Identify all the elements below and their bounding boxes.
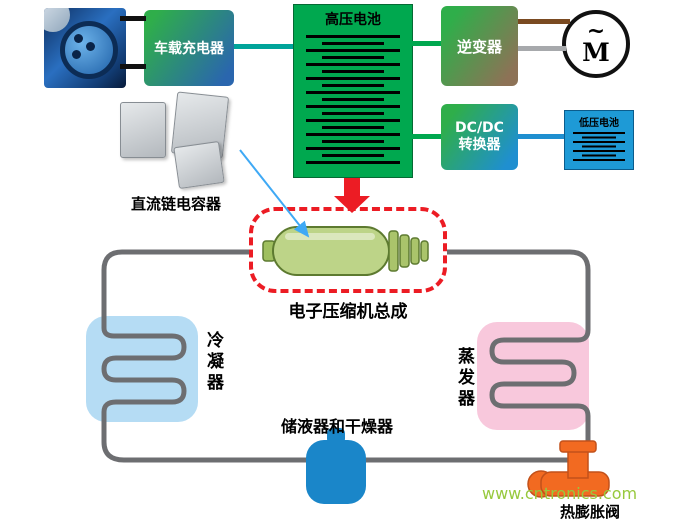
inverter-label: 逆变器 xyxy=(456,37,502,56)
battery-to-compressor-arrow xyxy=(344,178,360,198)
dcdc-converter-box: DC/DC 转换器 xyxy=(441,104,518,170)
lv-battery-box: 低压电池 xyxy=(564,110,634,170)
dc-link-capacitor-image xyxy=(112,90,240,190)
hv-battery-label: 高压电池 xyxy=(325,12,381,28)
dcdc-label-line1: DC/DC xyxy=(455,119,504,136)
wire-charger-battery xyxy=(234,44,293,49)
wire-dcdc-lvbattery xyxy=(518,134,564,139)
lv-battery-cells-graphic xyxy=(573,132,625,163)
condenser-box xyxy=(86,316,198,422)
charging-plug-image xyxy=(44,8,126,88)
plug-pin xyxy=(86,42,95,51)
motor-symbol: ~ M xyxy=(562,10,630,78)
hv-battery-box: 高压电池 xyxy=(293,4,413,178)
wire-battery-inverter xyxy=(411,41,441,46)
motor-ac-tilde: ~ xyxy=(586,17,606,44)
wire-plug-charger-bottom xyxy=(120,64,146,69)
plug-cable xyxy=(44,8,70,32)
motor-m-label: M xyxy=(582,38,610,68)
condenser-label: 冷凝器 xyxy=(203,331,223,394)
receiver-dryer-tank xyxy=(306,428,366,504)
expansion-valve-label: 热膨胀阀 xyxy=(559,503,620,521)
onboard-charger-box: 车载充电器 xyxy=(144,10,234,86)
evaporator-box xyxy=(477,322,589,430)
dcdc-label-line2: 转换器 xyxy=(458,137,501,153)
capacitor xyxy=(120,102,166,158)
onboard-charger-label: 车载充电器 xyxy=(154,41,224,57)
wire-inverter-motor-top xyxy=(518,19,570,24)
wire-plug-charger-top xyxy=(120,16,146,21)
hv-battery-cells-graphic xyxy=(306,35,400,167)
capacitor xyxy=(173,141,225,189)
receiver-dryer-label: 储液器和干燥器 xyxy=(280,417,393,436)
battery-to-compressor-arrowhead xyxy=(334,196,370,213)
compressor-label: 电子压缩机总成 xyxy=(288,302,408,322)
watermark: www.cntronics.com xyxy=(482,484,638,503)
wire-battery-dcdc xyxy=(411,134,441,139)
compressor-assembly-outline xyxy=(249,207,447,293)
evaporator-label: 蒸发器 xyxy=(454,347,474,410)
plug-pin xyxy=(74,34,83,43)
plug-pin xyxy=(72,50,81,59)
lv-battery-label: 低压电池 xyxy=(579,118,619,129)
wire-inverter-motor-bottom xyxy=(518,46,566,51)
dc-link-capacitor-label: 直流链电容器 xyxy=(130,195,221,213)
inverter-box: 逆变器 xyxy=(441,6,518,86)
